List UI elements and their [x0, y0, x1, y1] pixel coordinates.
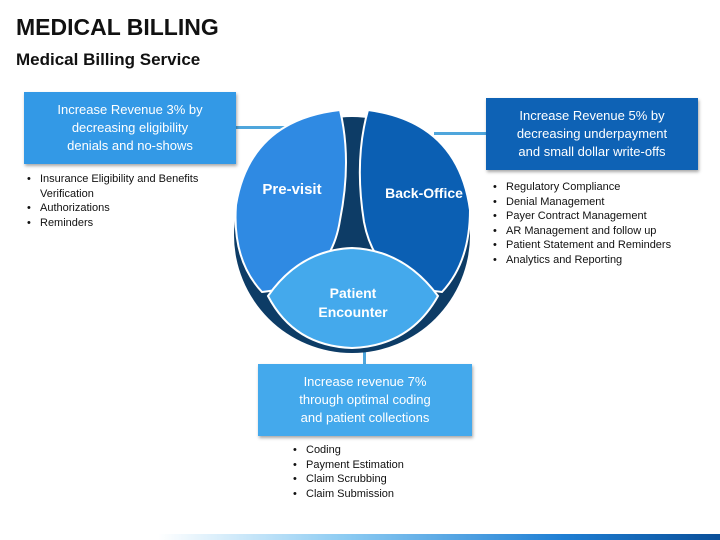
list-item: Claim Scrubbing — [292, 472, 492, 487]
callout-line: Increase Revenue 5% by — [519, 108, 665, 123]
list-item: Analytics and Reporting — [492, 253, 712, 268]
footer-gradient-bar — [0, 534, 720, 540]
callout-backoffice: Increase Revenue 5% by decreasing underp… — [486, 98, 698, 170]
list-item: Coding — [292, 443, 492, 458]
encounter-bullet-list: Coding Payment Estimation Claim Scrubbin… — [292, 443, 492, 501]
callout-line: decreasing eligibility — [71, 120, 189, 135]
callout-line: Increase Revenue 3% by — [57, 102, 203, 117]
segment-encounter-label-line2: Encounter — [318, 304, 388, 320]
previsit-bullet-list: Insurance Eligibility and Benefits Verif… — [26, 172, 226, 230]
segment-backoffice-label: Back-Office — [385, 185, 463, 201]
list-item: AR Management and follow up — [492, 224, 712, 239]
callout-line: and patient collections — [300, 410, 430, 425]
connector-left — [236, 126, 288, 129]
backoffice-bullet-list: Regulatory Compliance Denial Management … — [492, 180, 712, 267]
callout-line: Increase revenue 7% — [303, 374, 427, 389]
callout-line: decreasing underpayment — [516, 126, 668, 141]
callout-previsit: Increase Revenue 3% by decreasing eligib… — [24, 92, 236, 164]
list-item: Payer Contract Management — [492, 209, 712, 224]
list-item: Patient Statement and Reminders — [492, 238, 712, 253]
page-title: MEDICAL BILLING — [16, 14, 219, 40]
list-item: Claim Submission — [292, 487, 492, 502]
list-item: Authorizations — [26, 201, 226, 216]
segment-previsit-label: Pre-visit — [262, 181, 321, 198]
segment-encounter-label-line1: Patient — [330, 285, 377, 301]
segment-backoffice-shape — [358, 108, 472, 294]
callout-line: and small dollar write-offs — [518, 144, 666, 159]
callout-line: through optimal coding — [299, 392, 431, 407]
list-item: Denial Management — [492, 195, 712, 210]
list-item: Regulatory Compliance — [492, 180, 712, 195]
connector-bottom — [363, 346, 366, 364]
connector-right — [434, 132, 486, 135]
callout-encounter: Increase revenue 7% through optimal codi… — [258, 364, 472, 436]
callout-line: denials and no-shows — [67, 138, 193, 153]
segment-previsit-shape — [234, 108, 347, 294]
list-item: Payment Estimation — [292, 458, 492, 473]
page-subtitle: Medical Billing Service — [16, 50, 201, 69]
list-item: Insurance Eligibility and Benefits Verif… — [26, 172, 226, 201]
segment-encounter-shape — [266, 246, 440, 350]
list-item: Reminders — [26, 216, 226, 231]
